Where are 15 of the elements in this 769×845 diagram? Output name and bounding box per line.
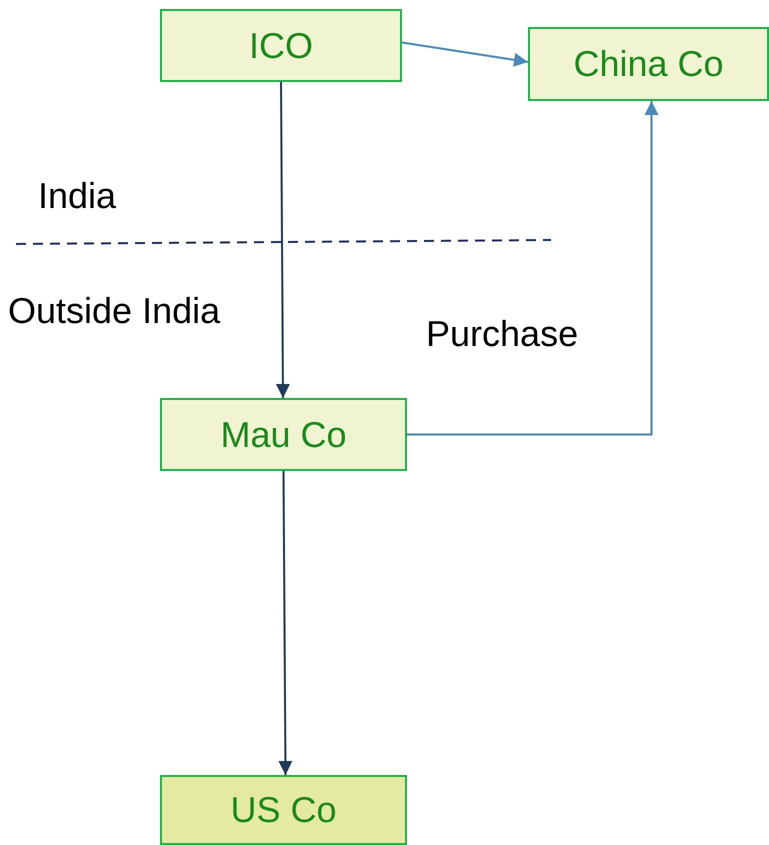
- entity-name: Mau Co: [220, 414, 347, 456]
- entity-name: ICO: [248, 24, 313, 66]
- arrow: [276, 82, 290, 398]
- entity-name: US Co: [230, 789, 337, 831]
- transaction-label: Purchase: [426, 313, 578, 355]
- entity-box: [160, 398, 407, 471]
- entity-box: [528, 27, 769, 101]
- arrow: [407, 101, 658, 436]
- entity-box: [160, 775, 407, 845]
- region-label: India: [38, 175, 116, 217]
- entity-name: China Co: [573, 43, 724, 85]
- entity-box: [160, 9, 402, 82]
- region-label: Outside India: [8, 290, 220, 332]
- arrow: [278, 471, 292, 775]
- arrow: [402, 42, 528, 67]
